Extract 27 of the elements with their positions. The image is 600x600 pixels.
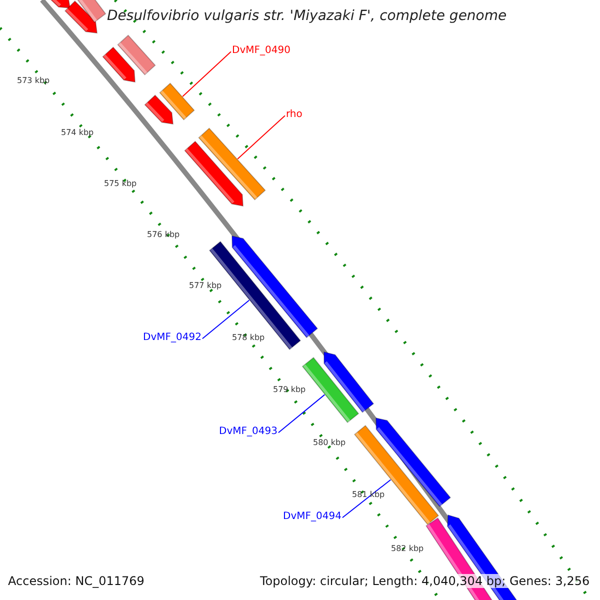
leader-line [278, 394, 326, 434]
scale-label: 573 kbp [17, 76, 50, 85]
gene-feature [159, 82, 195, 120]
gene-label: DvMF_0490 [232, 45, 290, 56]
info-text: Accession: NC_011769 [8, 574, 144, 588]
scale-label: 578 kbp [232, 333, 265, 342]
gene-label: rho [286, 109, 302, 120]
scale-label: 575 kbp [104, 179, 137, 188]
scale-label: 577 kbp [189, 281, 222, 290]
scale-label: 582 kbp [391, 544, 424, 553]
scale-label: 574 kbp [61, 128, 94, 137]
leader-line [182, 51, 232, 98]
leader-line [202, 300, 250, 340]
info-text: Topology: circular; Length: 4,040,304 bp; Genes: 3,256 [260, 574, 590, 588]
scale-label: 576 kbp [147, 230, 180, 239]
gene-label: DvMF_0493 [219, 426, 278, 437]
gene-feature [354, 424, 440, 526]
gene-label: DvMF_0492 [143, 332, 202, 343]
scale-label: 581 kbp [352, 490, 385, 499]
leader-line [342, 479, 392, 518]
diagram-title: Desulfovibrio vulgaris str. 'Miyazaki F', complete genome [107, 8, 507, 24]
gene-feature [208, 240, 302, 350]
gene-feature [198, 128, 266, 200]
scale-label: 579 kbp [273, 385, 306, 394]
scale-label: 580 kbp [313, 438, 346, 447]
gene-label: DvMF_0494 [283, 511, 342, 522]
leader-line [237, 115, 286, 160]
